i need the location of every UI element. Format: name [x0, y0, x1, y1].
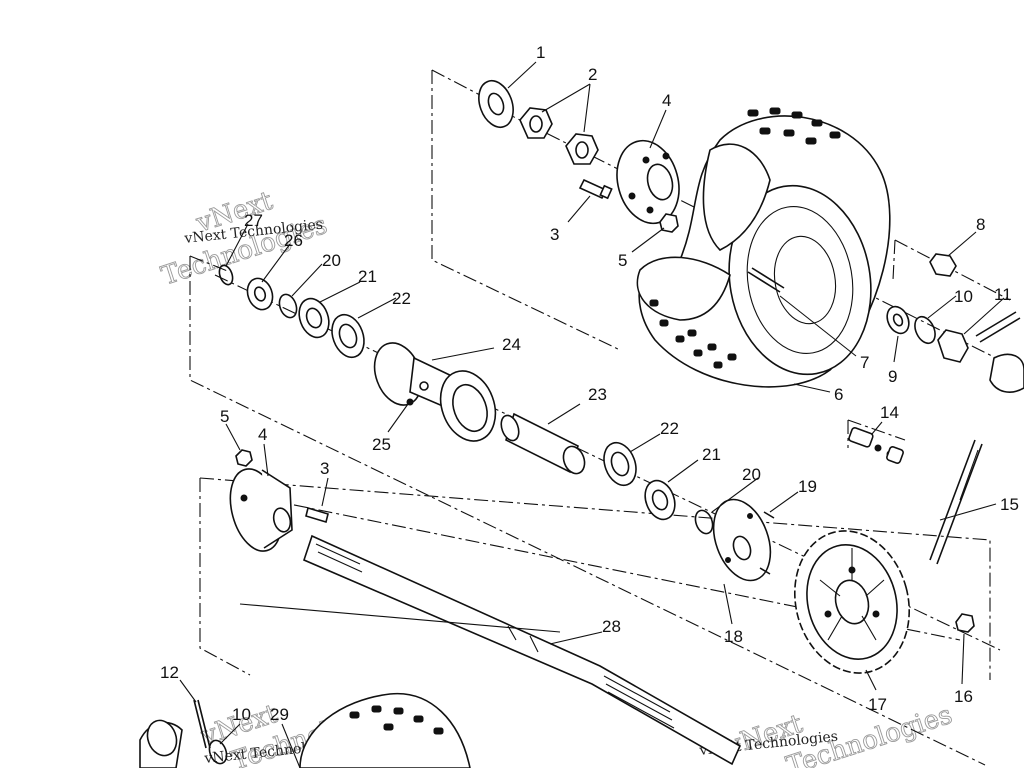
sprocket-hub-part-18 [712, 498, 772, 582]
snap-ring-part-20-left [278, 293, 298, 319]
callout-11: 11 [994, 285, 1012, 304]
castle-nut-part-11 [937, 311, 1021, 363]
bearing-cap [989, 353, 1024, 393]
chain-master-link-part-14 [848, 427, 904, 464]
stud-part-19 [759, 511, 775, 575]
callout-9: 9 [888, 367, 897, 386]
callout-17: 17 [868, 695, 887, 714]
tire-part-29 [299, 692, 471, 768]
wheel-stud-part-7 [747, 267, 785, 293]
nut-part-8 [929, 253, 957, 277]
callout-7: 7 [860, 353, 869, 372]
snap-ring-part-10-upper [914, 315, 936, 345]
nut-part-5-lower [235, 449, 253, 467]
bearing-part-22-right [603, 441, 637, 487]
callout-3-lower: 3 [320, 459, 329, 478]
snap-ring-part-27 [218, 264, 234, 286]
spacer-tube-part-23 [500, 412, 586, 475]
snap-ring-part-20-right [694, 509, 714, 535]
callout-numbers: 1 2 4 3 5 6 7 8 9 10 11 14 15 16 17 18 1… [160, 43, 1019, 724]
bolt-part-3-lower [305, 506, 329, 524]
callout-25: 25 [372, 435, 391, 454]
callout-5-upper: 5 [618, 251, 627, 270]
callout-28: 28 [602, 617, 621, 636]
callout-6: 6 [834, 385, 843, 404]
callout-2: 2 [588, 65, 597, 84]
callout-1: 1 [536, 43, 545, 62]
assembly-boundary-lines [189, 69, 1011, 766]
rear-axle-part-28 [303, 534, 742, 766]
callout-22-left: 22 [392, 289, 411, 308]
washer-part-9 [886, 305, 910, 335]
nut-part-16 [955, 613, 975, 633]
tire-wheel-part-6 [636, 107, 891, 388]
watermark-upper-left: vNext Technologies vNext Technologies [157, 185, 331, 292]
snap-ring-part-10-lower [208, 739, 228, 765]
callout-29: 29 [270, 705, 289, 724]
callout-10-lower: 10 [232, 705, 251, 724]
bearing-part-22-left [331, 313, 365, 359]
seal-part-21-left [298, 297, 330, 339]
callout-27: 27 [244, 211, 263, 230]
collar-part-26 [246, 277, 274, 311]
callout-23: 23 [588, 385, 607, 404]
bearing-cap-lower [139, 719, 183, 768]
callout-16: 16 [954, 687, 973, 706]
grease-fitting-part-25 [406, 398, 414, 406]
callout-5-lower: 5 [220, 407, 229, 426]
leader-lines [179, 61, 1005, 768]
callout-22-right: 22 [660, 419, 679, 438]
callout-4-lower: 4 [258, 425, 267, 444]
callout-12: 12 [160, 663, 179, 682]
callout-15: 15 [1000, 495, 1019, 514]
callout-20-left: 20 [322, 251, 341, 270]
sprocket-part-17 [793, 530, 911, 674]
callout-10-upper: 10 [954, 287, 973, 306]
callout-24: 24 [502, 335, 521, 354]
callout-8: 8 [976, 215, 985, 234]
callout-21-right: 21 [702, 445, 721, 464]
drive-chain-part-15 [929, 439, 983, 565]
bolt-part-3-upper [578, 178, 613, 200]
tire-tread-blocks [649, 107, 841, 369]
callout-26: 26 [284, 231, 303, 250]
washer-part-1 [478, 79, 514, 129]
lock-nuts-part-2 [519, 107, 599, 165]
callout-3-upper: 3 [550, 225, 559, 244]
callout-20-right: 20 [742, 465, 761, 484]
callout-21-left: 21 [358, 267, 377, 286]
seal-part-21-right [644, 479, 676, 521]
hub-plate-part-4-upper [616, 139, 680, 225]
axle-housing-part-24 [373, 342, 497, 442]
callout-4-upper: 4 [662, 91, 671, 110]
hub-flange-part-4-lower [229, 468, 293, 552]
callout-14: 14 [880, 403, 899, 422]
callout-18: 18 [724, 627, 743, 646]
callout-19: 19 [798, 477, 817, 496]
cotter-pin-part-12 [193, 699, 211, 749]
watermark-lower-right: vNext Technologies vNext Technologies [698, 700, 957, 768]
